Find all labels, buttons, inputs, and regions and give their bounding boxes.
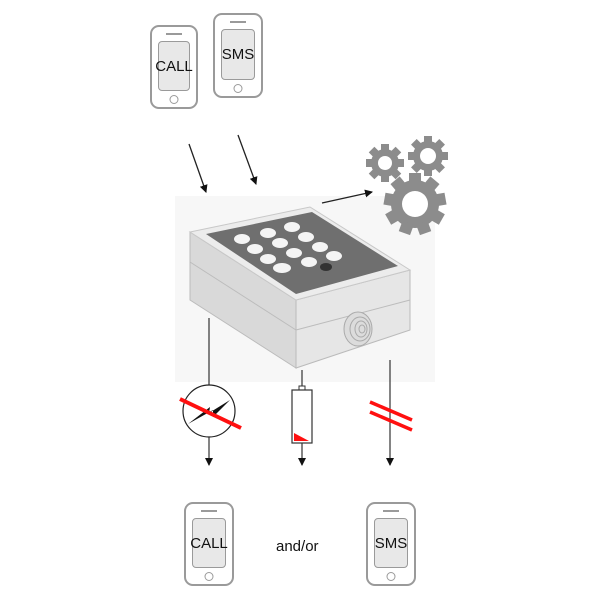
phone-screen: SMS xyxy=(374,518,408,568)
power-failure-icon xyxy=(179,384,242,466)
phone-home-button xyxy=(169,95,179,104)
phone-label: CALL xyxy=(190,534,228,552)
phone-home-button xyxy=(233,84,243,93)
phone-speaker xyxy=(383,510,399,512)
bottom-phone-sms: SMS xyxy=(366,502,416,586)
phone-label: SMS xyxy=(221,46,255,63)
phone-home-button xyxy=(386,572,396,581)
phone-home-button xyxy=(204,572,214,581)
phone-screen: SMS xyxy=(221,29,255,80)
top-phone-sms: SMS xyxy=(213,13,263,98)
low-battery-icon xyxy=(291,385,313,466)
gears-icon xyxy=(366,136,448,236)
phone-speaker xyxy=(166,33,182,35)
arrow-device-to-actions xyxy=(321,189,373,204)
keypad-device xyxy=(188,206,412,369)
keypad-keys xyxy=(234,222,342,273)
phone-speaker xyxy=(230,21,246,23)
arrow-call-to-device xyxy=(188,143,208,193)
phone-speaker xyxy=(201,510,217,512)
connector-text: and/or xyxy=(276,538,319,555)
logo-icon xyxy=(320,263,332,271)
line-break-icon xyxy=(369,400,413,432)
phone-screen: CALL xyxy=(190,518,228,568)
bottom-phone-call: CALL xyxy=(184,502,234,586)
phone-label: CALL xyxy=(155,57,193,75)
top-phone-call: CALL xyxy=(150,25,198,109)
cable-gland xyxy=(343,311,373,347)
phone-label: SMS xyxy=(374,534,408,552)
arrow-sms-to-device xyxy=(237,134,258,185)
phone-screen: CALL xyxy=(155,41,193,91)
